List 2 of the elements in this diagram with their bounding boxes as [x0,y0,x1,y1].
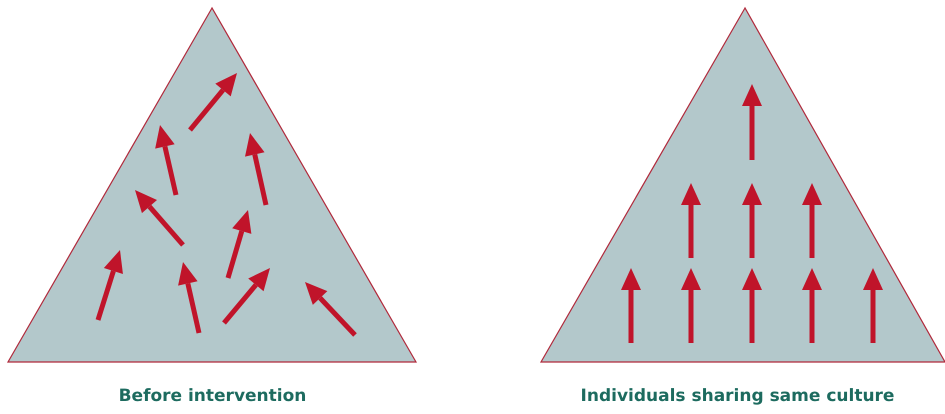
node-label: Before intervention [118,386,306,406]
node-label: Individuals sharing same culture [580,386,894,406]
